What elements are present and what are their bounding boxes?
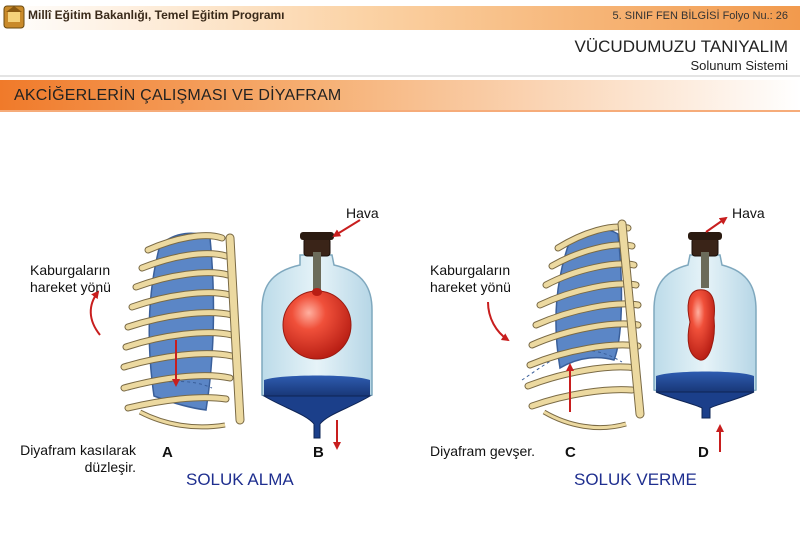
phase-exhale: SOLUK VERME xyxy=(574,470,697,489)
ribcage-c xyxy=(521,219,645,431)
ribcage-a xyxy=(120,232,245,430)
rib-label-a-line2: hareket yönü xyxy=(30,279,111,295)
bell-jar-d xyxy=(653,232,757,419)
air-label-inhale: Hava xyxy=(346,205,379,221)
diaphragm-label-a-line1: Diyafram kasılarak xyxy=(20,442,136,458)
folio-number: 5. SINIF FEN BİLGİSİ Folyo Nu.: 26 xyxy=(612,10,788,22)
balloon-inflated xyxy=(282,290,352,360)
diaphragm-label-a: Diyafram kasılarak düzleşir. xyxy=(16,442,136,476)
rib-movement-arrow-c xyxy=(487,301,510,342)
diaphragm-label-c: Diyafram gevşer. xyxy=(430,443,536,459)
diaphragm-label-a-line2: düzleşir. xyxy=(84,459,136,475)
air-in-arrow xyxy=(332,219,361,238)
header-bar xyxy=(0,6,800,30)
letter-d: D xyxy=(698,444,709,461)
rib-label-a-line1: Kaburgaların xyxy=(30,262,111,278)
letter-c: C xyxy=(565,444,576,461)
air-label-exhale: Hava xyxy=(732,205,765,221)
page-subtitle: Solunum Sistemi xyxy=(690,58,788,73)
letter-b: B xyxy=(313,444,324,461)
page-title: VÜCUDUMUZU TANIYALIM xyxy=(574,37,788,56)
section-title: AKCİĞERLERİN ÇALIŞMASI VE DİYAFRAM xyxy=(14,87,342,104)
rib-label-c-line1: Kaburgaların xyxy=(430,262,511,278)
bell-jar-b xyxy=(261,232,373,439)
rib-movement-arrow-a xyxy=(89,290,101,336)
air-out-arrow xyxy=(705,216,728,233)
section-bar xyxy=(0,80,800,110)
letter-a: A xyxy=(162,444,173,461)
ministry-name: Millî Eğitim Bakanlığı, Temel Eğitim Pro… xyxy=(28,8,285,22)
rib-label-c: Kaburgaların hareket yönü xyxy=(430,262,511,296)
rib-label-a: Kaburgaların hareket yönü xyxy=(30,262,111,296)
ministry-logo-icon xyxy=(3,5,25,29)
phase-inhale: SOLUK ALMA xyxy=(186,470,294,489)
balloon-deflated xyxy=(687,289,715,361)
rib-label-c-line2: hareket yönü xyxy=(430,279,511,295)
